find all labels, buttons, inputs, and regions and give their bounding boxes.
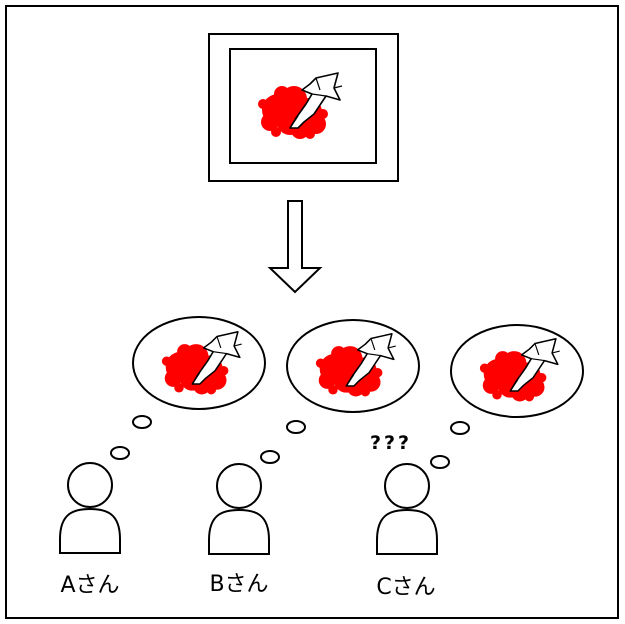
person-c-icon xyxy=(376,463,438,555)
diagram-border xyxy=(5,5,619,619)
person-c-label: Cさん xyxy=(376,575,435,600)
thought-bubble-a xyxy=(110,316,266,460)
down-arrow-icon xyxy=(267,200,323,294)
person-a-label: Aさん xyxy=(60,573,119,598)
person-b-icon xyxy=(208,463,270,555)
confusion-mark: ??? xyxy=(370,432,412,454)
framed-painting-icon xyxy=(208,33,399,182)
person-a-icon xyxy=(59,462,121,554)
thought-bubble-b xyxy=(260,319,420,464)
person-b-label: Bさん xyxy=(209,572,268,597)
thought-bubble-c xyxy=(430,324,584,469)
